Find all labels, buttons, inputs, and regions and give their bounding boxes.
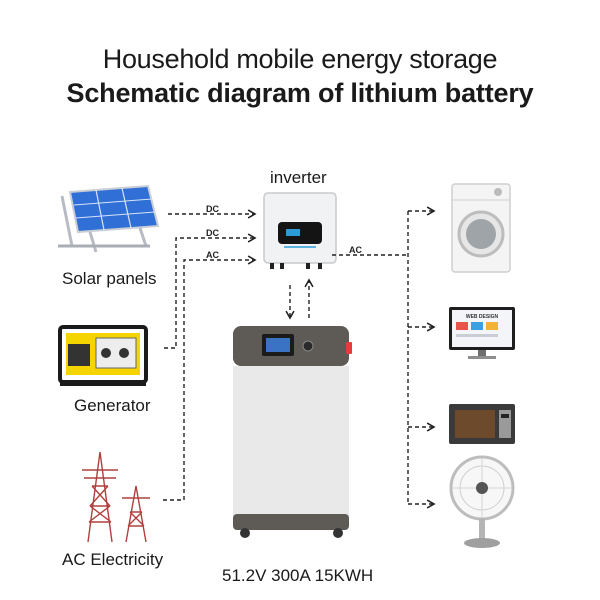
web-design-label: WEB DESIGN [466, 314, 499, 320]
monitor-icon: WEB DESIGN [449, 307, 515, 359]
connection-lines [163, 206, 436, 509]
dc-label-2: DC [206, 228, 219, 238]
inverter-icon [263, 192, 337, 269]
generator-icon [58, 325, 148, 386]
grid-to-inverter-line [163, 255, 257, 501]
dc-label-1: DC [206, 204, 219, 214]
battery-icon [233, 326, 352, 538]
inverter-label: inverter [270, 168, 327, 187]
diagram-title: Household mobile energy storage [102, 44, 498, 74]
battery-spec-label: 51.2V 300A 15KWH [222, 566, 374, 585]
solar-panels-label: Solar panels [62, 269, 157, 288]
generator-label: Generator [74, 396, 151, 415]
power-tower-icon [82, 451, 150, 543]
ac-electricity-label: AC Electricity [62, 550, 164, 569]
generator-to-inverter-line [164, 233, 257, 349]
washing-machine-icon [451, 183, 511, 273]
diagram-subtitle: Schematic diagram of lithium battery [66, 78, 534, 108]
ac-input-label: AC [206, 250, 219, 260]
solar-panel-icon [58, 184, 160, 253]
ac-output-label: AC [349, 245, 362, 255]
microwave-icon [449, 404, 515, 444]
fan-icon [449, 455, 515, 548]
